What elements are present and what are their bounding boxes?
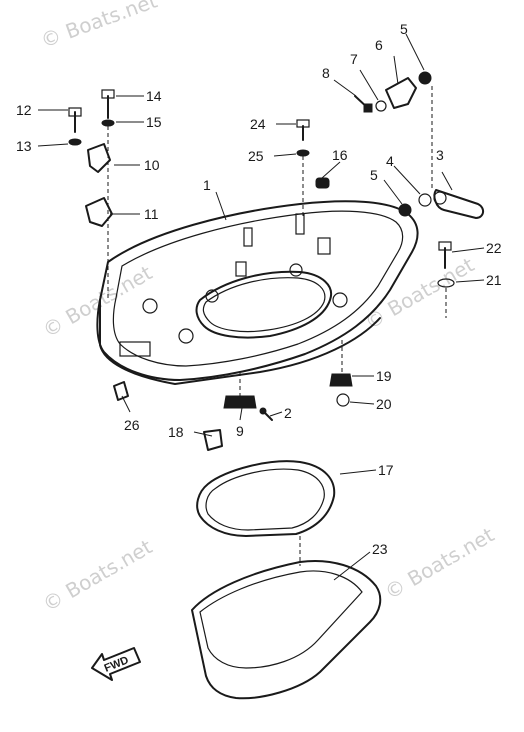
- callout-17: 17: [378, 462, 394, 478]
- callout-2: 2: [284, 405, 292, 421]
- front-plate: [119, 341, 151, 357]
- boss-front: [178, 328, 194, 344]
- callout-1: 1: [203, 177, 211, 193]
- callout-7: 7: [350, 51, 358, 67]
- washer-15: [101, 119, 115, 127]
- callout-3: 3: [436, 147, 444, 163]
- callout-20: 20: [376, 396, 392, 412]
- watermark-bottom-right: © Boats.net: [381, 522, 499, 604]
- rib-2: [295, 213, 305, 235]
- callout-8: 8: [322, 65, 330, 81]
- boss-right: [332, 292, 348, 308]
- bolt-24-head: [296, 119, 310, 128]
- clip-18: [203, 429, 223, 451]
- watermark-middle-right: © Boats.net: [361, 252, 479, 334]
- watermarks: © Boats.net © Boats.net © Boats.net © Bo…: [38, 0, 499, 616]
- bracket-6: [385, 77, 417, 109]
- washer-20: [336, 393, 350, 407]
- callout-5-lower: 5: [370, 167, 378, 183]
- callout-18: 18: [168, 424, 184, 440]
- callout-10: 10: [144, 157, 160, 173]
- callout-4: 4: [386, 153, 394, 169]
- callout-5-upper: 5: [400, 21, 408, 37]
- washer-7: [375, 100, 387, 112]
- callout-22: 22: [486, 240, 502, 256]
- callout-13: 13: [16, 138, 32, 154]
- callouts: 1 2 3 4 5 5 6 7 8 9 10 11 12 13 14 15 16…: [16, 21, 502, 557]
- callout-9: 9: [236, 423, 244, 439]
- callout-23: 23: [372, 541, 388, 557]
- tab-1: [235, 261, 247, 277]
- cap-9: [223, 395, 257, 409]
- washer-21: [437, 278, 455, 288]
- bolt-14-head: [101, 89, 115, 99]
- callout-14: 14: [146, 88, 162, 104]
- washer-13: [68, 138, 82, 146]
- washer-25: [296, 149, 310, 157]
- plug-26: [113, 381, 129, 401]
- forward-arrow: FWD: [91, 647, 141, 681]
- nut-5-lower: [398, 203, 412, 217]
- callout-21: 21: [486, 272, 502, 288]
- seal-17: [196, 460, 336, 537]
- washer-4: [418, 193, 432, 207]
- watermark-top: © Boats.net: [38, 0, 161, 53]
- bracket-11: [85, 197, 113, 227]
- grommet-19: [329, 373, 353, 387]
- callout-6: 6: [375, 37, 383, 53]
- latch-lever: [433, 189, 484, 219]
- callout-24: 24: [250, 116, 266, 132]
- leader-lines: [37, 33, 485, 581]
- callout-11: 11: [144, 206, 159, 222]
- bottom-cowling: [96, 200, 419, 385]
- bolt-12-head: [68, 107, 82, 117]
- tab-2: [317, 237, 331, 255]
- clip-10: [87, 143, 111, 173]
- rib-1: [243, 227, 253, 247]
- bolt-22-head: [438, 241, 452, 251]
- callout-25: 25: [248, 148, 264, 164]
- callout-16: 16: [332, 147, 348, 163]
- grommet-16: [315, 177, 330, 189]
- boss-rear: [289, 263, 303, 277]
- nut-5-upper: [418, 71, 432, 85]
- lower-cover-23: [191, 560, 382, 700]
- callout-26: 26: [124, 417, 140, 433]
- bolt-8-head: [363, 103, 373, 113]
- callout-12: 12: [16, 102, 32, 118]
- callout-19: 19: [376, 368, 392, 384]
- callout-15: 15: [146, 114, 162, 130]
- screw-2-head: [259, 407, 267, 415]
- watermark-bottom-left: © Boats.net: [39, 534, 157, 616]
- boss-left: [142, 298, 158, 314]
- boss-inner: [205, 289, 219, 303]
